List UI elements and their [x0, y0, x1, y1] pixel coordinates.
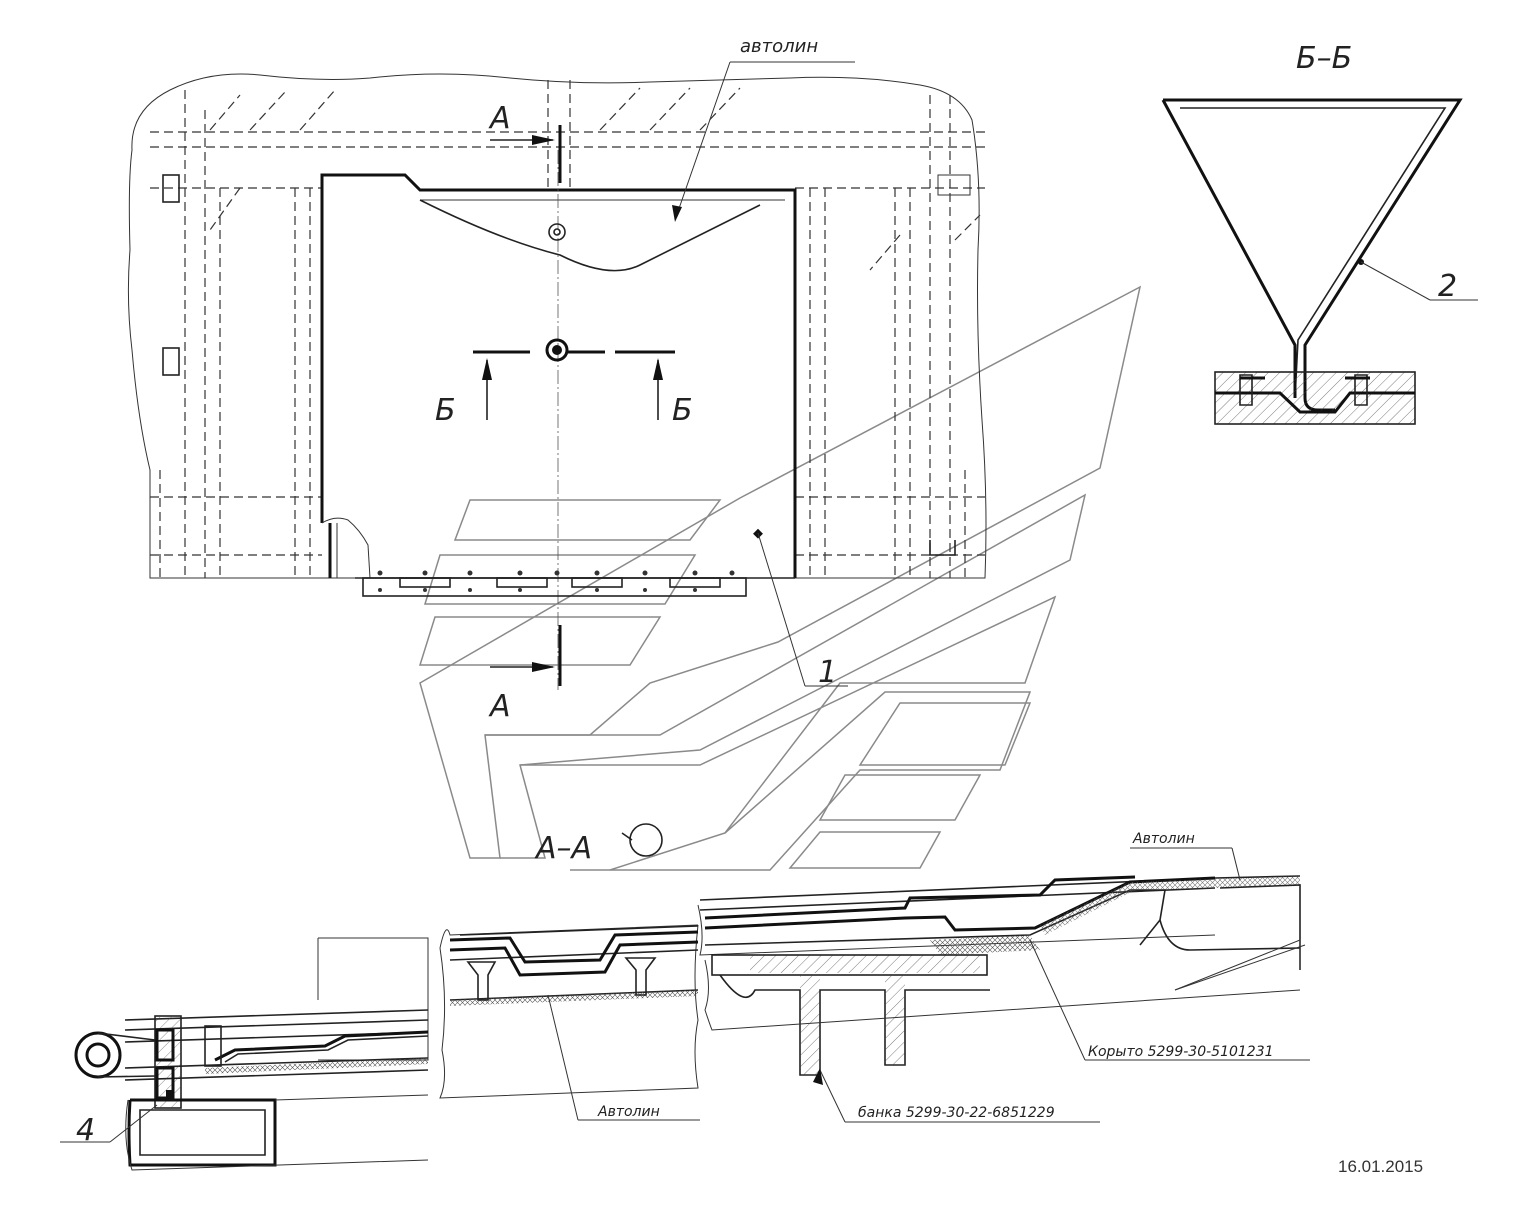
label-section-b-left: Б [435, 393, 456, 428]
label-autolin-bottom: Автолин [597, 1104, 660, 1120]
label-section-a-top: А [488, 101, 511, 136]
section-bb [1161, 98, 1478, 425]
label-autolin-top: автолин [740, 36, 818, 57]
label-part-2: 2 [1438, 269, 1457, 304]
date-stamp: 16.01.2015 [1338, 1157, 1423, 1176]
section-aa [60, 823, 1310, 1171]
label-section-bb-title: Б–Б [1296, 41, 1352, 76]
main-view [127, 61, 987, 690]
label-section-aa-title: А–А [534, 831, 592, 866]
label-section-a-bottom: А [488, 689, 511, 724]
label-section-b-right: Б [672, 393, 693, 428]
label-trough: Корыто 5299-30-5101231 [1088, 1044, 1274, 1060]
label-tank: банка 5299-30-22-6851229 [858, 1105, 1055, 1121]
label-autolin-right: Автолин [1132, 831, 1195, 847]
watermark-logo [418, 285, 1142, 871]
label-part-1: 1 [818, 655, 837, 690]
label-part-4: 4 [76, 1113, 95, 1148]
